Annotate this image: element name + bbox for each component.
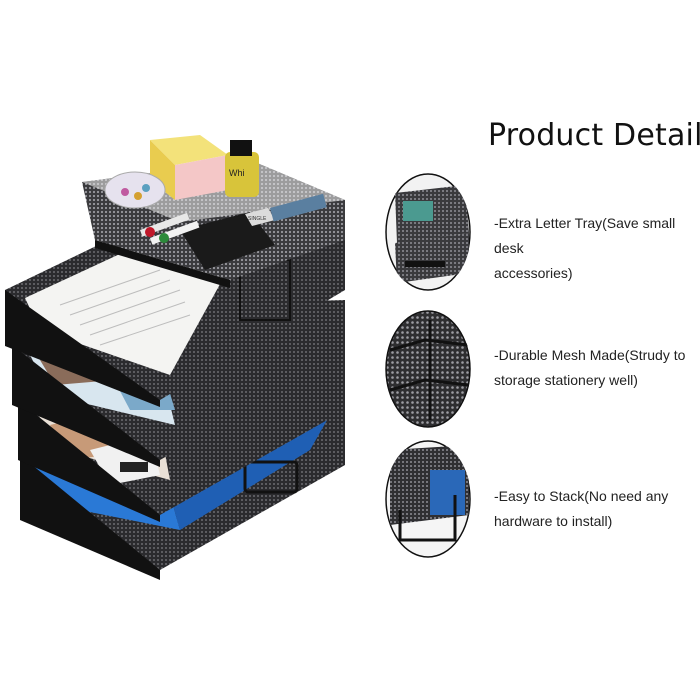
mesh-closeup-image: [385, 310, 471, 428]
feature-1-line-1: -Extra Letter Tray(Save small desk: [494, 215, 676, 256]
feature-2-line-1: -Durable Mesh Made(Strudy to: [494, 347, 686, 363]
feature-3-line-2: hardware to install): [494, 513, 613, 529]
feature-2-line-2: storage stationery well): [494, 372, 638, 388]
feature-description-2: -Durable Mesh Made(Strudy to storage sta…: [494, 343, 700, 393]
calculator-label: SINGLE: [248, 216, 267, 222]
bottle-label: Whi: [229, 168, 245, 178]
page-title: Product Details: [488, 118, 700, 153]
feature-3-line-1: -Easy to Stack(No need any: [494, 488, 669, 504]
extra-tray-closeup-image: [385, 173, 471, 291]
feature-description-1: -Extra Letter Tray(Save small desk acces…: [494, 211, 700, 286]
product-image: Whi SINGLE: [0, 110, 360, 580]
feature-description-3: -Easy to Stack(No need any hardware to i…: [494, 484, 700, 534]
feature-1-line-2: accessories): [494, 265, 573, 281]
top-accessory-tray: Whi SINGLE: [82, 135, 345, 288]
stack-handle-closeup-image: [385, 440, 471, 558]
